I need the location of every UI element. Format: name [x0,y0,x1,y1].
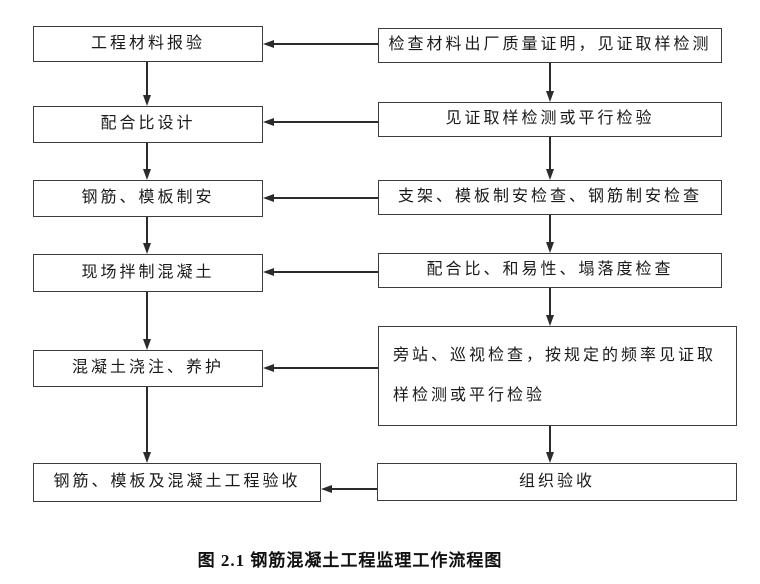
flow-node-formwork-rebar-inspection: 支架、模板制安检查、钢筋制安检查 [378,180,722,215]
flow-node-works-acceptance: 钢筋、模板及混凝土工程验收 [33,463,321,502]
figure-caption: 图 2.1 钢筋混凝土工程监理工作流程图 [197,551,503,570]
flow-node-side-station-patrol-inspection: 旁站、巡视检查，按规定的频率见证取样检测或平行检验 [378,326,737,426]
flow-node-factory-cert-check: 检查材料出厂质量证明，见证取样检测 [378,28,722,63]
flow-node-concrete-pouring-curing: 混凝土浇注、养护 [33,350,263,387]
flow-node-organize-acceptance: 组织验收 [377,463,737,501]
flow-node-rebar-formwork-install: 钢筋、模板制安 [33,180,263,217]
flow-node-onsite-concrete-mixing: 现场拌制混凝土 [33,254,263,292]
flow-node-mix-ratio-design: 配合比设计 [33,106,263,143]
flow-node-witness-sampling-test: 见证取样检测或平行检验 [378,102,722,137]
flow-node-mix-workability-slump-check: 配合比、和易性、塌落度检查 [378,253,722,288]
flow-node-material-submission: 工程材料报验 [33,26,263,62]
